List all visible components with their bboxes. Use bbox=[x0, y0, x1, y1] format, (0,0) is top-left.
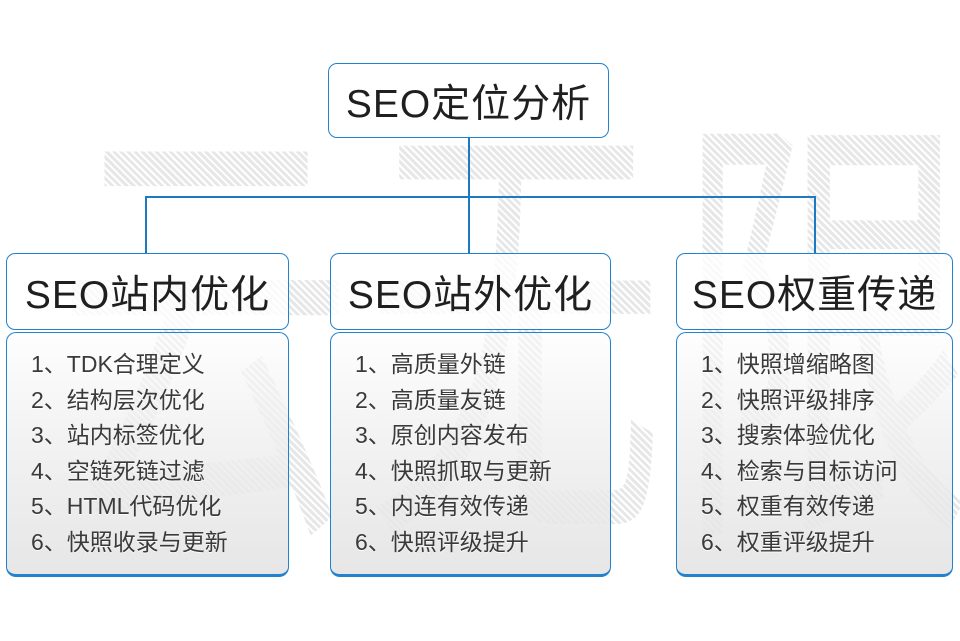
root-node: SEO定位分析 bbox=[328, 63, 609, 138]
list-item: 5、内连有效传递 bbox=[355, 493, 529, 519]
connector-drop-middle bbox=[468, 196, 470, 254]
column-header-offsite: SEO站外优化 bbox=[330, 253, 611, 330]
list-item: 1、快照增缩略图 bbox=[701, 351, 875, 377]
list-item: 4、检索与目标访问 bbox=[701, 457, 898, 484]
list-item: 3、搜索体验优化 bbox=[701, 422, 875, 448]
connector-drop-right bbox=[814, 196, 816, 254]
list-item: 4、空链死链过滤 bbox=[31, 457, 205, 484]
connector-drop-left bbox=[145, 196, 147, 254]
list-item: 5、权重有效传递 bbox=[701, 493, 875, 519]
list-item: 6、快照收录与更新 bbox=[31, 528, 228, 555]
column-panel-offsite: 1、高质量外链 2、高质量友链 3、原创内容发布 4、快照抓取与更新 5、内连有… bbox=[330, 332, 611, 577]
column-header-onsite-title: SEO站内优化 bbox=[24, 273, 271, 317]
list-item: 1、TDK合理定义 bbox=[31, 351, 205, 377]
list-item: 3、站内标签优化 bbox=[31, 422, 205, 448]
list-item: 3、原创内容发布 bbox=[355, 422, 529, 448]
list-item: 1、高质量外链 bbox=[355, 351, 506, 377]
list-item: 4、快照抓取与更新 bbox=[355, 457, 552, 484]
column-header-weight-title: SEO权重传递 bbox=[691, 273, 938, 317]
list-item: 2、高质量友链 bbox=[355, 386, 506, 413]
column-panel-weight: 1、快照增缩略图 2、快照评级排序 3、搜索体验优化 4、检索与目标访问 5、权… bbox=[676, 332, 953, 577]
root-node-title: SEO定位分析 bbox=[345, 82, 592, 126]
list-item: 2、快照评级排序 bbox=[701, 386, 875, 413]
column-header-offsite-title: SEO站外优化 bbox=[347, 273, 594, 317]
list-item: 6、权重评级提升 bbox=[701, 528, 875, 555]
column-header-weight: SEO权重传递 bbox=[676, 253, 953, 330]
list-item: 6、快照评级提升 bbox=[355, 528, 529, 555]
column-panel-onsite: 1、TDK合理定义 2、结构层次优化 3、站内标签优化 4、空链死链过滤 5、H… bbox=[6, 332, 289, 577]
list-item: 5、HTML代码优化 bbox=[31, 493, 222, 519]
list-item: 2、结构层次优化 bbox=[31, 386, 205, 413]
connector-horizontal-rail bbox=[145, 196, 816, 198]
connector-root-drop bbox=[468, 138, 470, 197]
column-header-onsite: SEO站内优化 bbox=[6, 253, 289, 330]
